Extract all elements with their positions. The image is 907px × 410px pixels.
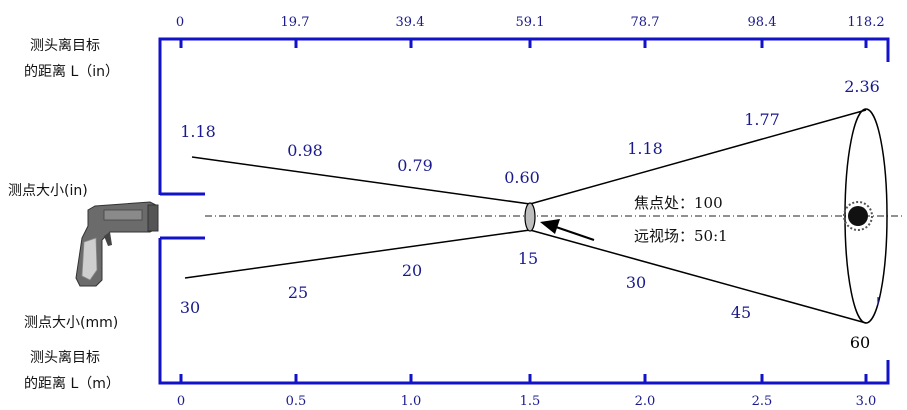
thermometer-gun-icon <box>75 201 159 287</box>
focus-arrow-icon <box>540 219 595 241</box>
bottom-tick-2: 1.0 <box>401 394 422 409</box>
distance-in-label-line2: 的距离 L（in） <box>24 63 119 80</box>
spot-in-value: 1.18 <box>627 139 663 158</box>
top-tick-4: 78.7 <box>631 15 660 30</box>
spot-in-value: 0.98 <box>287 141 323 160</box>
target-icon <box>843 201 873 231</box>
bottom-tick-4: 2.0 <box>635 394 656 409</box>
spot-sizes-mm: 30 25 20 15 30 45 60 <box>180 249 870 352</box>
spot-in-value: 1.18 <box>180 122 216 141</box>
beam-lines <box>184 109 867 324</box>
distance-m-label-line1: 测头离目标 <box>30 349 100 366</box>
distance-m-label-line2: 的距离 L（m） <box>24 375 120 392</box>
spot-mm-value: 30 <box>626 273 646 292</box>
top-tick-1: 19.7 <box>281 15 310 30</box>
focus-spot-icon <box>524 202 536 232</box>
spot-mm-value: 30 <box>180 298 200 317</box>
bottom-tick-3: 1.5 <box>520 394 541 409</box>
top-tick-3: 59.1 <box>516 15 545 30</box>
spot-in-value: 0.60 <box>504 168 540 187</box>
bottom-tick-5: 2.5 <box>752 394 773 409</box>
top-tick-5: 98.4 <box>748 15 777 30</box>
bottom-axis-ticks: 0 0.5 1.0 1.5 2.0 2.5 3.0 <box>177 394 876 409</box>
top-tick-6: 118.2 <box>847 15 884 30</box>
top-axis <box>158 37 890 196</box>
spot-mm-value: 60 <box>850 333 870 352</box>
spot-mm-value: 25 <box>288 283 308 302</box>
spot-size-mm-label: 测点大小(mm) <box>24 315 118 331</box>
spot-mm-value: 45 <box>731 303 751 322</box>
bottom-tick-0: 0 <box>177 394 185 409</box>
far-field-ellipse <box>844 108 888 324</box>
bottom-axis <box>158 236 890 385</box>
spot-size-in-label: 测点大小(in) <box>8 183 88 199</box>
bottom-tick-6: 3.0 <box>856 394 877 409</box>
top-tick-0: 0 <box>176 15 184 30</box>
bottom-tick-1: 0.5 <box>286 394 307 409</box>
top-axis-ticks: 0 19.7 39.4 59.1 78.7 98.4 118.2 <box>176 15 885 30</box>
spot-in-value: 2.36 <box>844 77 880 96</box>
focus-distance-note: 焦点处：100 <box>634 194 723 212</box>
top-tick-2: 39.4 <box>396 15 425 30</box>
spot-in-value: 0.79 <box>397 156 433 175</box>
spot-mm-value: 15 <box>518 249 538 268</box>
spot-mm-value: 20 <box>402 261 422 280</box>
spot-sizes-in: 1.18 0.98 0.79 0.60 1.18 1.77 2.36 <box>180 77 880 187</box>
field-of-view-note: 远视场：50:1 <box>634 227 728 245</box>
spot-in-value: 1.77 <box>744 110 780 129</box>
distance-in-label-line1: 测头离目标 <box>30 37 100 54</box>
